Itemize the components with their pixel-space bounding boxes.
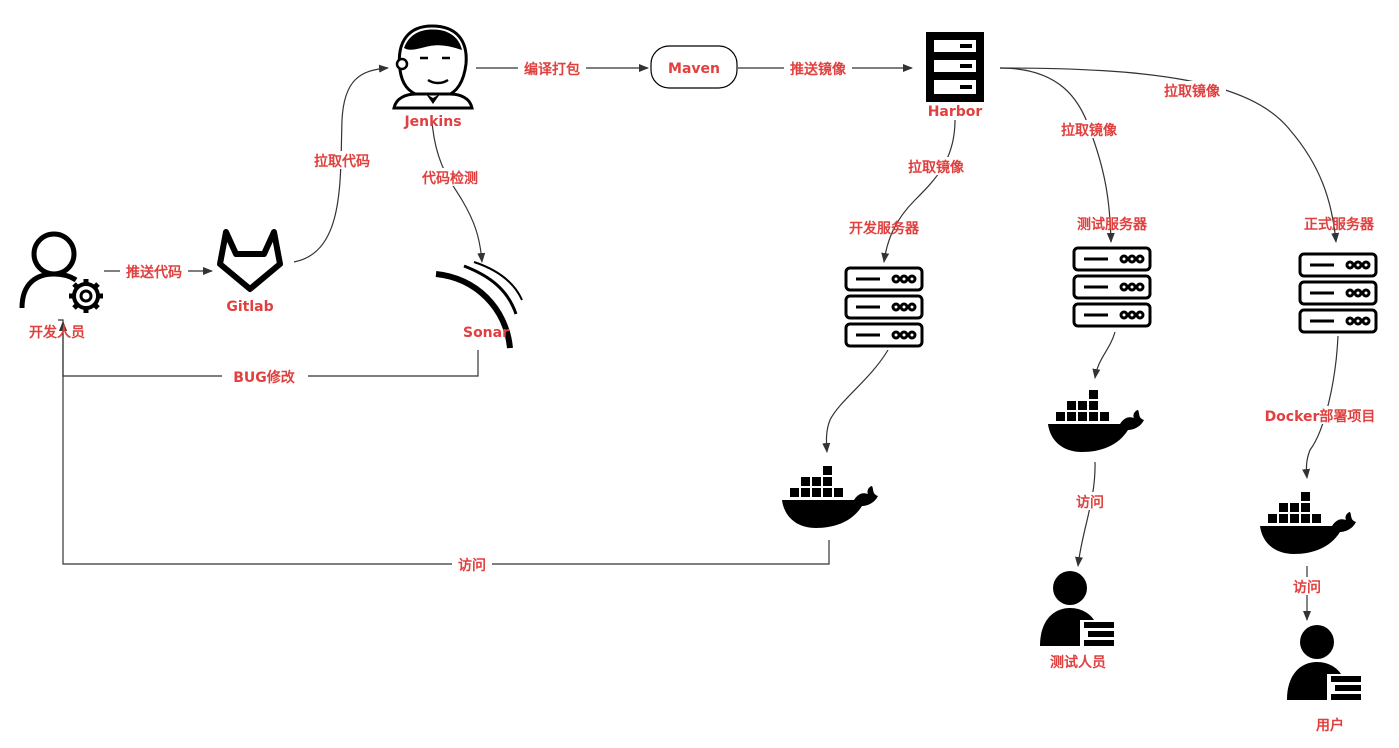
sonar-icon (435, 261, 523, 349)
harbor-registry-icon (926, 32, 984, 102)
node-gitlab-label: Gitlab (226, 299, 273, 315)
edge-code-check: 代码检测 (416, 121, 486, 263)
node-harbor: Harbor (926, 32, 984, 120)
node-prod-server-label: 正式服务器 (1304, 216, 1375, 233)
person-icon (1040, 571, 1114, 646)
node-tester: 测试人员 (1040, 571, 1114, 671)
edge-test-server-docker (1092, 331, 1116, 379)
label-visit-dev: 访问 (458, 557, 486, 574)
node-dev-server-label: 开发服务器 (849, 220, 920, 237)
node-jenkins: Jenkins (392, 24, 474, 130)
docker-whale-icon (782, 466, 878, 528)
node-test-server-label: 测试服务器 (1077, 216, 1148, 233)
node-user: 用户 (1287, 625, 1361, 734)
label-pull-image-prod: 拉取镜像 (1164, 83, 1221, 100)
server-rack-icon (1298, 252, 1378, 334)
docker-whale-icon (1260, 492, 1356, 554)
label-code-check: 代码检测 (421, 170, 478, 187)
edge-visit-dev: 访问 (59, 321, 830, 574)
edge-visit-test: 访问 (1070, 461, 1110, 567)
edge-visit-prod: 访问 (1287, 566, 1327, 621)
edge-pull-image-dev: 拉取镜像 (881, 119, 970, 263)
edge-docker-deploy: Docker部署项目 (1260, 335, 1380, 479)
edge-pull-code: 拉取代码 (293, 64, 389, 263)
label-docker-deploy: Docker部署项目 (1265, 408, 1376, 425)
node-developer: 开发人员 (19, 231, 103, 341)
edge-push-code: 推送代码 (104, 262, 213, 281)
server-rack-icon (844, 266, 924, 348)
node-developer-label: 开发人员 (29, 324, 85, 341)
node-harbor-label: Harbor (928, 104, 983, 120)
label-visit-prod: 访问 (1293, 579, 1321, 596)
node-user-label: 用户 (1316, 717, 1344, 734)
node-maven-label: Maven (668, 61, 720, 77)
label-compile-package: 编译打包 (524, 61, 580, 78)
gitlab-icon (217, 229, 283, 292)
label-visit-test: 访问 (1076, 494, 1104, 511)
edge-bug-fix: BUG修改 (58, 319, 479, 386)
label-pull-image-test: 拉取镜像 (1061, 122, 1118, 139)
node-maven: Maven (650, 45, 738, 89)
person-icon (1287, 625, 1361, 700)
node-sonar-label: Sonar (463, 325, 509, 341)
user-gear-icon (19, 231, 103, 313)
docker-whale-icon (1048, 390, 1144, 452)
label-push-image: 推送镜像 (790, 61, 847, 78)
node-dev-server: 开发服务器 (844, 220, 924, 348)
edge-pull-image-test: 拉取镜像 (999, 67, 1123, 243)
edge-dev-server-docker (822, 349, 889, 453)
edge-pull-image-prod: 拉取镜像 (999, 67, 1340, 243)
node-gitlab: Gitlab (217, 229, 283, 315)
edge-push-image: 推送镜像 (738, 59, 913, 78)
edge-compile-package: 编译打包 (476, 59, 649, 78)
node-jenkins-label: Jenkins (403, 114, 461, 130)
label-push-code: 推送代码 (126, 264, 182, 281)
label-pull-image-dev: 拉取镜像 (908, 159, 965, 176)
node-sonar: Sonar (435, 261, 523, 349)
node-tester-label: 测试人员 (1050, 654, 1106, 671)
server-rack-icon (1072, 246, 1152, 328)
node-test-server: 测试服务器 (1072, 216, 1152, 328)
label-pull-code: 拉取代码 (314, 153, 370, 170)
jenkins-icon (392, 24, 474, 110)
label-bug-fix: BUG修改 (233, 369, 296, 386)
node-prod-server: 正式服务器 (1298, 216, 1378, 334)
